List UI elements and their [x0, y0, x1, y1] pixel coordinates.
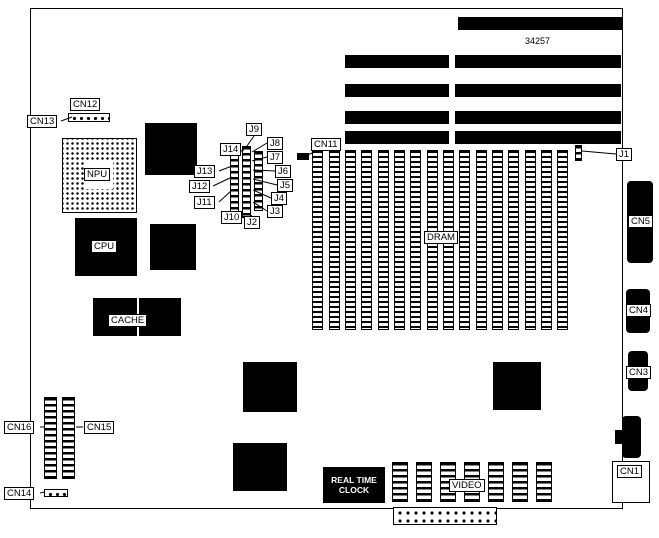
- cn14-connector: [44, 489, 68, 497]
- cn11-connector: [297, 153, 309, 160]
- dram-slot: [476, 150, 487, 330]
- cn5-label: CN5: [628, 215, 654, 228]
- dram-slot: [557, 150, 568, 330]
- expansion-slot-bar: [345, 131, 449, 144]
- jumper-pin-strip: [230, 146, 239, 218]
- dram-slot: [492, 150, 503, 330]
- cn16-label: CN16: [4, 421, 35, 434]
- cn11-label: CN11: [311, 138, 341, 151]
- dram-slot: [312, 150, 323, 330]
- cpu-label: CPU: [91, 240, 118, 253]
- socket-strip: [536, 462, 552, 502]
- j6-label: J6: [275, 165, 292, 178]
- dram-label: DRAM: [424, 231, 458, 244]
- j2-label: J2: [244, 216, 261, 229]
- socket-strip: [512, 462, 528, 502]
- cn1-label: CN1: [617, 465, 643, 478]
- expansion-slot-bar: [345, 55, 449, 68]
- dram-slot: [459, 150, 470, 330]
- dram-slot: [361, 150, 372, 330]
- dram-slot: [410, 150, 421, 330]
- right-connector-unlabeled: [622, 416, 641, 458]
- dram-slot: [329, 150, 340, 330]
- j5-label: J5: [277, 179, 294, 192]
- cn12-connector: [68, 113, 110, 122]
- ic-chip: [145, 123, 197, 175]
- ic-chip: [233, 443, 287, 491]
- j10-label: J10: [221, 211, 243, 224]
- video-label: VIDEO: [449, 479, 485, 492]
- jumper-pin-strip: [254, 151, 263, 211]
- cache-label: CACHE: [108, 314, 148, 327]
- j8-label: J8: [267, 137, 284, 150]
- dram-slot: [541, 150, 552, 330]
- right-connector-nub: [615, 430, 623, 444]
- j7-label: J7: [267, 151, 284, 164]
- cn14-label: CN14: [4, 487, 35, 500]
- power-connector: [44, 397, 57, 479]
- ic-chip: [493, 362, 541, 410]
- rtc-label-line1: REAL TIME: [331, 475, 377, 485]
- j1-label: J1: [616, 148, 633, 161]
- expansion-slot-bar: [455, 131, 621, 144]
- j9-label: J9: [246, 123, 263, 136]
- rtc-label-line2: CLOCK: [338, 485, 370, 495]
- dram-slot: [525, 150, 536, 330]
- cn12-label: CN12: [70, 98, 101, 111]
- expansion-slot-bar: [455, 84, 621, 97]
- socket-strip: [488, 462, 504, 502]
- cn3-label: CN3: [626, 366, 652, 379]
- cn13-label: CN13: [27, 115, 58, 128]
- j11-label: J11: [194, 196, 215, 209]
- j14-label: J14: [220, 143, 242, 156]
- npu-label: NPU: [84, 168, 111, 181]
- dram-slot: [508, 150, 519, 330]
- socket-strip: [416, 462, 432, 502]
- expansion-slot-bar: [458, 17, 622, 30]
- dram-slot: [394, 150, 405, 330]
- expansion-slot-bar: [455, 55, 621, 68]
- cn4-label: CN4: [626, 304, 652, 317]
- part-number: 34257: [525, 36, 551, 46]
- expansion-slot-bar: [345, 84, 449, 97]
- j3-label: J3: [267, 205, 284, 218]
- j1-connector: [575, 145, 582, 161]
- j13-label: J13: [194, 165, 216, 178]
- j4-label: J4: [271, 192, 288, 205]
- bottom-edge-connector: [393, 507, 497, 525]
- ic-chip: [243, 362, 297, 412]
- jumper-pin-strip: [242, 146, 251, 218]
- expansion-slot-bar: [455, 111, 621, 124]
- ic-chip: [150, 224, 196, 270]
- dram-slot: [345, 150, 356, 330]
- cn15-label: CN15: [84, 421, 115, 434]
- socket-strip: [392, 462, 408, 502]
- dram-slot: [378, 150, 389, 330]
- expansion-slot-bar: [345, 111, 449, 124]
- rtc-chip: REAL TIME CLOCK: [323, 467, 385, 503]
- power-connector: [62, 397, 75, 479]
- j12-label: J12: [189, 180, 211, 193]
